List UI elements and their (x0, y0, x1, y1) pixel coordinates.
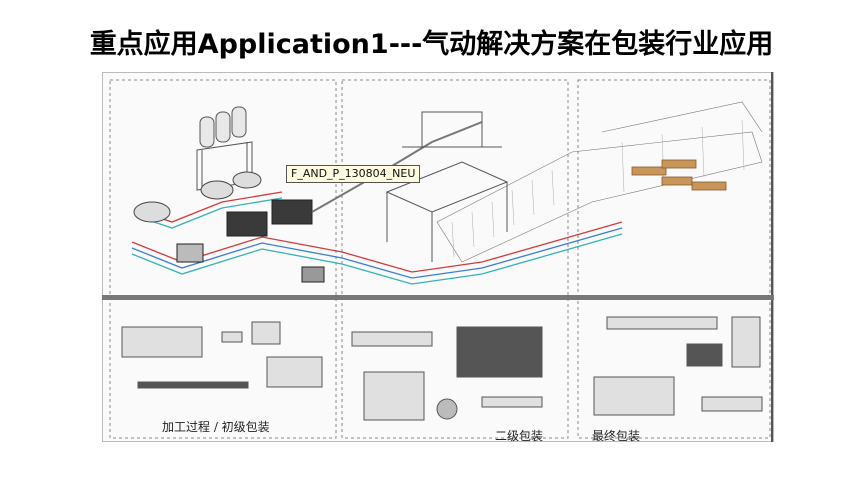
components-secondary (351, 326, 543, 421)
safety-fence (436, 101, 763, 263)
processing-machines (176, 199, 325, 283)
caption-primary-packaging: 加工过程 / 初级包装 (162, 420, 270, 434)
factory-illustration (102, 72, 774, 442)
components-primary (121, 321, 323, 389)
fence-mesh (451, 119, 745, 258)
zone-borders (109, 79, 771, 439)
packaging-line-figure: F_AND_P_130804_NEU 加工过程 / 初级包装 二级包装 最终包装 (102, 72, 774, 443)
caption-secondary-packaging: 二级包装 (495, 429, 544, 443)
caption-final-packaging: 最终包装 (592, 429, 641, 443)
secondary-packaging-cells (385, 111, 509, 262)
pipelines (131, 191, 623, 285)
pallet-stacks (631, 159, 727, 191)
section-divider (102, 295, 774, 300)
conveyor (311, 121, 483, 213)
figure-tooltip: F_AND_P_130804_NEU (286, 165, 421, 183)
page-title: 重点应用Application1---气动解决方案在包装行业应用 (89, 29, 774, 60)
components-final (593, 316, 763, 416)
mixer-vessels (133, 171, 262, 223)
